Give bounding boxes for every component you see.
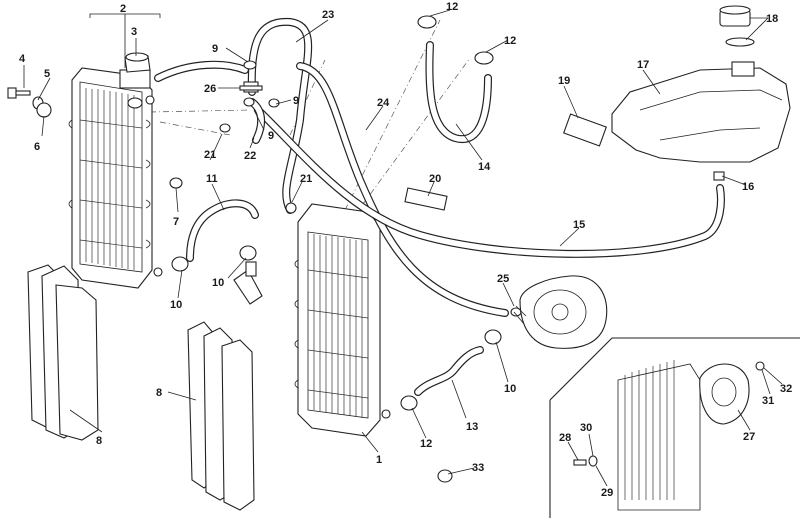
callout-13: 13 <box>466 421 478 433</box>
callout-7: 7 <box>173 216 179 228</box>
callout-9-top: 9 <box>212 43 218 55</box>
callout-10-left: 10 <box>170 299 182 311</box>
callout-21-right: 21 <box>300 173 312 185</box>
callout-4: 4 <box>19 53 26 65</box>
callout-26: 26 <box>204 83 216 95</box>
callout-24: 24 <box>377 97 390 109</box>
right-radiator <box>294 203 391 437</box>
callout-23: 23 <box>322 9 334 21</box>
callout-22: 22 <box>244 150 256 162</box>
callout-labels: 1 2 3 4 5 6 7 8 9 9 9 10 10 10 11 12 12 … <box>19 1 792 499</box>
callout-2: 2 <box>120 3 126 15</box>
callout-19: 19 <box>558 75 570 87</box>
callout-32: 32 <box>780 383 792 395</box>
callout-25: 25 <box>497 273 509 285</box>
callout-18: 18 <box>766 13 778 25</box>
sticker <box>404 187 448 211</box>
callout-30: 30 <box>580 422 592 434</box>
right-shroud <box>187 321 255 511</box>
callout-31: 31 <box>762 395 774 407</box>
callout-15: 15 <box>573 219 585 231</box>
callout-9-low: 9 <box>268 130 274 142</box>
callout-14: 14 <box>478 161 491 173</box>
callout-3: 3 <box>131 26 137 38</box>
inset-detail <box>549 337 800 518</box>
callout-10-mid: 10 <box>212 277 224 289</box>
bushing <box>169 177 183 189</box>
callout-6: 6 <box>34 141 40 153</box>
callout-17: 17 <box>637 59 649 71</box>
callout-10-right: 10 <box>504 383 516 395</box>
callout-12-top: 12 <box>446 1 458 13</box>
callout-16: 16 <box>742 181 754 193</box>
callout-11: 11 <box>206 173 218 185</box>
t-fitting <box>239 81 263 93</box>
overflow-reservoir <box>611 61 791 163</box>
callout-20: 20 <box>429 173 441 185</box>
callout-8-right: 8 <box>156 387 162 399</box>
callout-27: 27 <box>743 431 755 443</box>
left-shroud <box>27 264 99 441</box>
outlet-fitting <box>233 261 263 305</box>
hose-clamps <box>171 15 522 483</box>
callout-33: 33 <box>472 462 484 474</box>
callout-8-left: 8 <box>96 435 102 447</box>
callout-12-right: 12 <box>504 35 516 47</box>
callout-1: 1 <box>376 454 382 466</box>
water-pump <box>513 275 608 349</box>
left-radiator <box>68 67 163 289</box>
leader-lines <box>23 9 783 487</box>
reservoir-fitting <box>713 171 725 181</box>
foam-pad <box>563 113 607 147</box>
reservoir-cap-and-seal <box>719 5 755 47</box>
radiator-cap <box>124 52 151 73</box>
callout-12-low: 12 <box>420 438 432 450</box>
callout-9-mid: 9 <box>293 95 299 107</box>
callout-5: 5 <box>44 68 50 80</box>
callout-21-left: 21 <box>204 149 216 161</box>
hoses <box>154 17 725 396</box>
bolt-washer-grommet <box>7 87 52 118</box>
callout-28: 28 <box>559 432 571 444</box>
callout-29: 29 <box>601 487 613 499</box>
